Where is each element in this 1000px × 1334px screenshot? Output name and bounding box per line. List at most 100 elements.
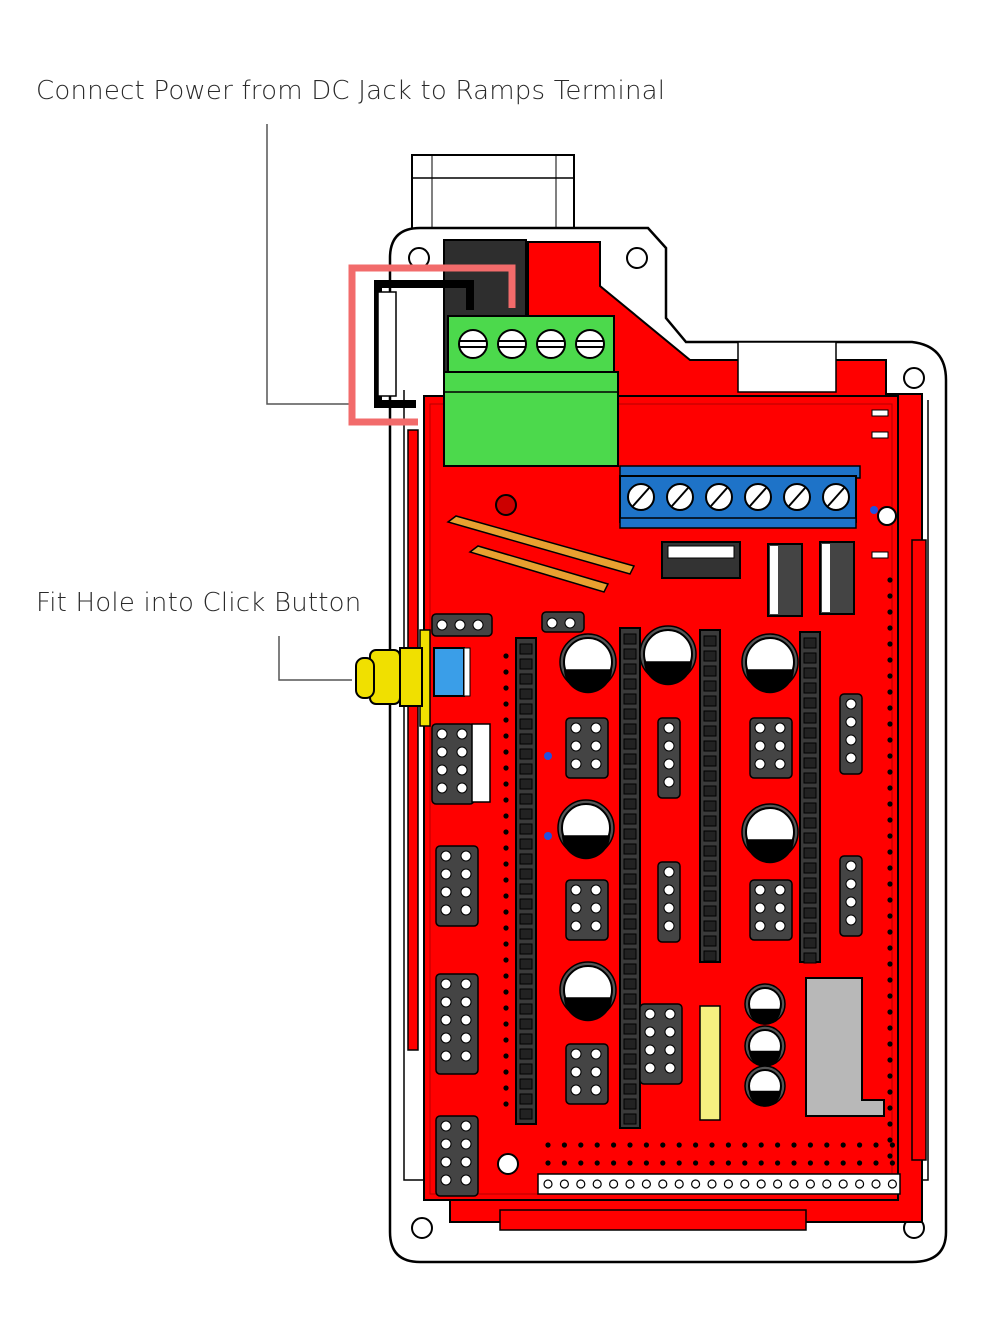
via [627, 1142, 633, 1148]
via [870, 506, 878, 514]
via [503, 925, 509, 931]
block-pin [774, 884, 786, 896]
aux-header-area [805, 977, 885, 1117]
header-pin [519, 988, 533, 1000]
black-wire [374, 280, 474, 408]
via [561, 1160, 568, 1166]
power-annotation-label: Connect Power from DC Jack to Ramps Term… [36, 76, 666, 106]
header-pin [519, 1018, 533, 1030]
header-pins [519, 633, 817, 1125]
via [503, 1037, 509, 1043]
bottom-pin [789, 1179, 799, 1189]
block-pin [590, 1048, 602, 1060]
endstop-strip [699, 1005, 721, 1121]
jumper-strip [471, 723, 491, 803]
header-pin [623, 693, 637, 705]
via [887, 1009, 893, 1015]
bottom-pin [690, 1179, 701, 1189]
header-pin [803, 907, 817, 919]
via [503, 749, 509, 755]
via [840, 1160, 846, 1166]
header-pin [623, 1113, 637, 1125]
block-pin [845, 752, 857, 764]
block-pin [590, 902, 602, 914]
header-pin [803, 877, 817, 889]
via [887, 961, 893, 967]
header-pin [519, 838, 533, 850]
header-pin [519, 913, 533, 925]
header-pin [623, 888, 637, 900]
block-pin [460, 1032, 472, 1044]
via [887, 1121, 893, 1127]
header-pin [519, 898, 533, 910]
block-pin [590, 884, 602, 896]
block-pin [456, 782, 468, 794]
header-pin [803, 772, 817, 784]
via [742, 1142, 748, 1148]
block-pin [590, 920, 602, 932]
header-pin [703, 650, 717, 662]
block-pin [460, 978, 472, 990]
via [643, 1142, 650, 1148]
via [873, 1142, 879, 1148]
block-pin [454, 619, 466, 631]
header-pin [803, 862, 817, 874]
block-pin [570, 758, 582, 770]
block-pin [644, 1044, 656, 1056]
via [503, 653, 509, 659]
via [887, 897, 893, 903]
terminal-screw [458, 329, 488, 359]
via [887, 721, 893, 727]
via [807, 1160, 814, 1166]
via [887, 913, 893, 919]
via [725, 1142, 732, 1148]
header-pin [519, 733, 533, 745]
header-pin [703, 680, 717, 692]
header-pin [623, 1098, 637, 1110]
header-pin [623, 1068, 637, 1080]
via [545, 1160, 551, 1166]
via [503, 701, 509, 707]
block-pin [664, 1044, 676, 1056]
block-pin [440, 1014, 452, 1026]
bottom-pin [805, 1179, 816, 1189]
block-pin [440, 1138, 452, 1150]
block-pin [460, 850, 472, 862]
block-pin [460, 868, 472, 880]
header-pin [703, 830, 717, 842]
header-pin [519, 883, 533, 895]
via [503, 1069, 509, 1075]
via [503, 685, 509, 691]
smd-pads [871, 409, 889, 559]
via [503, 973, 509, 979]
capacitor-stripe [746, 669, 794, 694]
block-pin [663, 902, 675, 914]
via [857, 1160, 863, 1166]
block-pin [754, 902, 766, 914]
block-pin [460, 1156, 472, 1168]
header-pin [623, 873, 637, 885]
header-pin [519, 703, 533, 715]
mosfets [767, 541, 855, 617]
block-pin [590, 722, 602, 734]
via [611, 1142, 617, 1148]
block-pin [440, 850, 452, 862]
bottom-pin [887, 1179, 898, 1189]
via [887, 1137, 893, 1143]
via [545, 1142, 551, 1148]
header-pin [623, 783, 637, 795]
header-pin [623, 978, 637, 990]
header-pin [803, 712, 817, 724]
via [742, 1160, 748, 1166]
header-pin [519, 1078, 533, 1090]
header-pin [623, 1023, 637, 1035]
header-pin [623, 753, 637, 765]
block-pin [440, 978, 452, 990]
via [887, 849, 893, 855]
via [611, 1160, 617, 1166]
header-pin [703, 950, 717, 962]
block-pin [845, 698, 857, 710]
block-pin [460, 886, 472, 898]
via [503, 733, 509, 739]
header-pin [519, 688, 533, 700]
